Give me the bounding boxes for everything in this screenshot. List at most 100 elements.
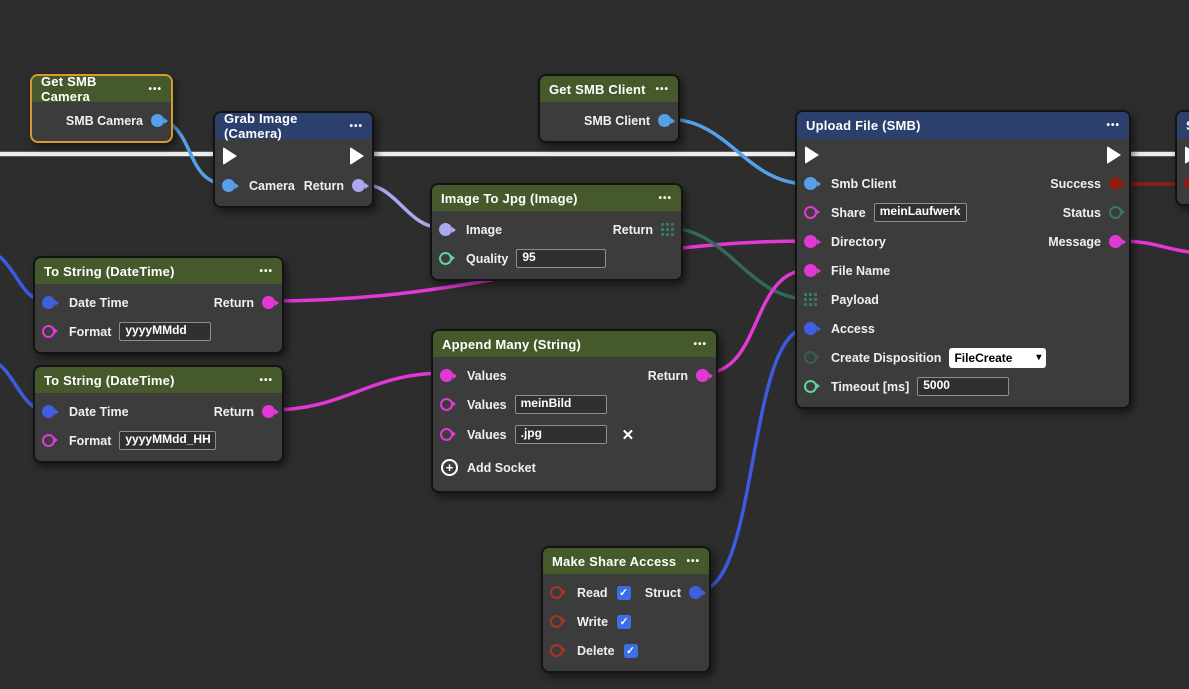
socket-out-return[interactable] <box>352 179 365 192</box>
socket-in-values-1[interactable] <box>440 369 453 382</box>
socket-out-success[interactable] <box>1109 177 1122 190</box>
node-header[interactable]: S <box>1177 112 1189 139</box>
input-row-values-2: Values meinBild <box>433 390 716 419</box>
input-label: Timeout [ms] <box>831 380 909 394</box>
node-grab-image[interactable]: Grab Image (Camera) ••• Camera Return <box>213 111 374 208</box>
node-append-many[interactable]: Append Many (String) ••• Values Return V… <box>431 329 718 493</box>
node-menu-icon[interactable]: ••• <box>658 193 672 204</box>
socket-in-create-disposition[interactable] <box>804 351 817 364</box>
socket-out-return[interactable] <box>262 296 275 309</box>
node-make-share-access[interactable]: Make Share Access ••• Read ✓ Struct Writ… <box>541 546 711 673</box>
socket-in-date-time[interactable] <box>42 405 55 418</box>
input-label: File Name <box>831 264 890 278</box>
socket-out-return[interactable] <box>696 369 709 382</box>
socket-in-values-2[interactable] <box>440 398 453 411</box>
select-value: FileCreate <box>954 351 1012 365</box>
exec-in-pin[interactable] <box>223 147 237 165</box>
socket-in-file-name[interactable] <box>804 264 817 277</box>
exec-in-pin[interactable] <box>805 146 819 164</box>
socket-in-payload-bytes-grid-icon[interactable] <box>804 293 817 309</box>
socket-in-date-time[interactable] <box>42 296 55 309</box>
node-header[interactable]: Get SMB Client ••• <box>540 76 678 102</box>
io-row-values-return: Values Return <box>433 361 716 390</box>
share-input[interactable]: meinLaufwerk <box>874 203 967 222</box>
node-upload-file[interactable]: Upload File (SMB) ••• Smb Client Success… <box>795 110 1131 409</box>
add-socket-row[interactable]: + Add Socket <box>433 450 716 485</box>
output-label: Success <box>1050 177 1101 191</box>
node-partial-right[interactable]: S <box>1175 110 1189 206</box>
node-menu-icon[interactable]: ••• <box>259 266 273 277</box>
node-menu-icon[interactable]: ••• <box>655 84 669 95</box>
node-to-string-datetime-1[interactable]: To String (DateTime) ••• Date Time Retur… <box>33 256 284 354</box>
input-row-format: Format yyyyMMdd <box>35 317 282 346</box>
output-label: SMB Client <box>584 114 650 128</box>
read-checkbox[interactable]: ✓ <box>617 586 631 600</box>
node-menu-icon[interactable]: ••• <box>349 121 363 132</box>
node-header[interactable]: Upload File (SMB) ••• <box>797 112 1129 139</box>
node-menu-icon[interactable]: ••• <box>686 556 700 567</box>
node-header[interactable]: Append Many (String) ••• <box>433 331 716 357</box>
values-input-2[interactable]: meinBild <box>515 395 607 414</box>
socket-in-write[interactable] <box>550 615 563 628</box>
node-header[interactable]: Make Share Access ••• <box>543 548 709 574</box>
node-header[interactable]: Get SMB Camera ••• <box>32 76 171 102</box>
exec-out-pin[interactable] <box>1107 146 1121 164</box>
node-to-string-datetime-2[interactable]: To String (DateTime) ••• Date Time Retur… <box>33 365 284 463</box>
io-row-image-return: Image Return <box>432 215 681 244</box>
socket-in-access[interactable] <box>804 322 817 335</box>
socket-in-delete[interactable] <box>550 644 563 657</box>
remove-socket-icon[interactable]: ✕ <box>622 426 635 444</box>
chevron-down-icon: ▾ <box>1036 352 1041 363</box>
add-socket-label[interactable]: Add Socket <box>467 461 536 475</box>
node-header[interactable]: To String (DateTime) ••• <box>35 258 282 284</box>
node-header[interactable]: To String (DateTime) ••• <box>35 367 282 393</box>
node-menu-icon[interactable]: ••• <box>693 339 707 350</box>
socket-out-message[interactable] <box>1109 235 1122 248</box>
socket-out-struct[interactable] <box>689 586 702 599</box>
socket-out-return[interactable] <box>262 405 275 418</box>
input-label: Quality <box>466 252 508 266</box>
socket-in-camera[interactable] <box>222 179 235 192</box>
socket-in-share[interactable] <box>804 206 817 219</box>
socket-out-smb-camera[interactable] <box>151 114 164 127</box>
values-input-3[interactable]: .jpg <box>515 425 607 444</box>
exec-row <box>215 141 372 171</box>
socket-in-timeout[interactable] <box>804 380 817 393</box>
node-header[interactable]: Image To Jpg (Image) ••• <box>432 185 681 211</box>
node-image-to-jpg[interactable]: Image To Jpg (Image) ••• Image Return Qu… <box>430 183 683 281</box>
output-label: Return <box>304 179 344 193</box>
exec-out-pin[interactable] <box>350 147 364 165</box>
socket-out-return-bytes-grid-icon[interactable] <box>661 223 674 239</box>
socket-out-status[interactable] <box>1109 206 1122 219</box>
add-socket-icon[interactable]: + <box>441 459 458 476</box>
create-disposition-select[interactable]: FileCreate ▾ <box>949 348 1046 368</box>
node-menu-icon[interactable]: ••• <box>148 84 162 95</box>
node-get-smb-camera[interactable]: Get SMB Camera ••• SMB Camera <box>30 74 173 143</box>
socket-in-smb-client[interactable] <box>804 177 817 190</box>
socket-in-format[interactable] <box>42 434 55 447</box>
socket-in[interactable] <box>1184 177 1189 190</box>
node-get-smb-client[interactable]: Get SMB Client ••• SMB Client <box>538 74 680 143</box>
input-label: Read <box>577 586 608 600</box>
input-label: Image <box>466 223 502 237</box>
timeout-input[interactable]: 5000 <box>917 377 1009 396</box>
input-label: Format <box>69 434 111 448</box>
node-menu-icon[interactable]: ••• <box>259 375 273 386</box>
socket-in-directory[interactable] <box>804 235 817 248</box>
socket-in-image[interactable] <box>439 223 452 236</box>
format-input[interactable]: yyyyMMdd <box>119 322 211 341</box>
node-header[interactable]: Grab Image (Camera) ••• <box>215 113 372 139</box>
format-input[interactable]: yyyyMMdd_HH <box>119 431 216 450</box>
socket-in-quality[interactable] <box>439 252 452 265</box>
write-checkbox[interactable]: ✓ <box>617 615 631 629</box>
quality-input[interactable]: 95 <box>516 249 606 268</box>
socket-in-read[interactable] <box>550 586 563 599</box>
socket-in-format[interactable] <box>42 325 55 338</box>
socket-out-smb-client[interactable] <box>658 114 671 127</box>
delete-checkbox[interactable]: ✓ <box>624 644 638 658</box>
input-label: Values <box>467 428 507 442</box>
socket-in-values-3[interactable] <box>440 428 453 441</box>
node-menu-icon[interactable]: ••• <box>1106 120 1120 131</box>
exec-in-pin[interactable] <box>1185 146 1189 164</box>
